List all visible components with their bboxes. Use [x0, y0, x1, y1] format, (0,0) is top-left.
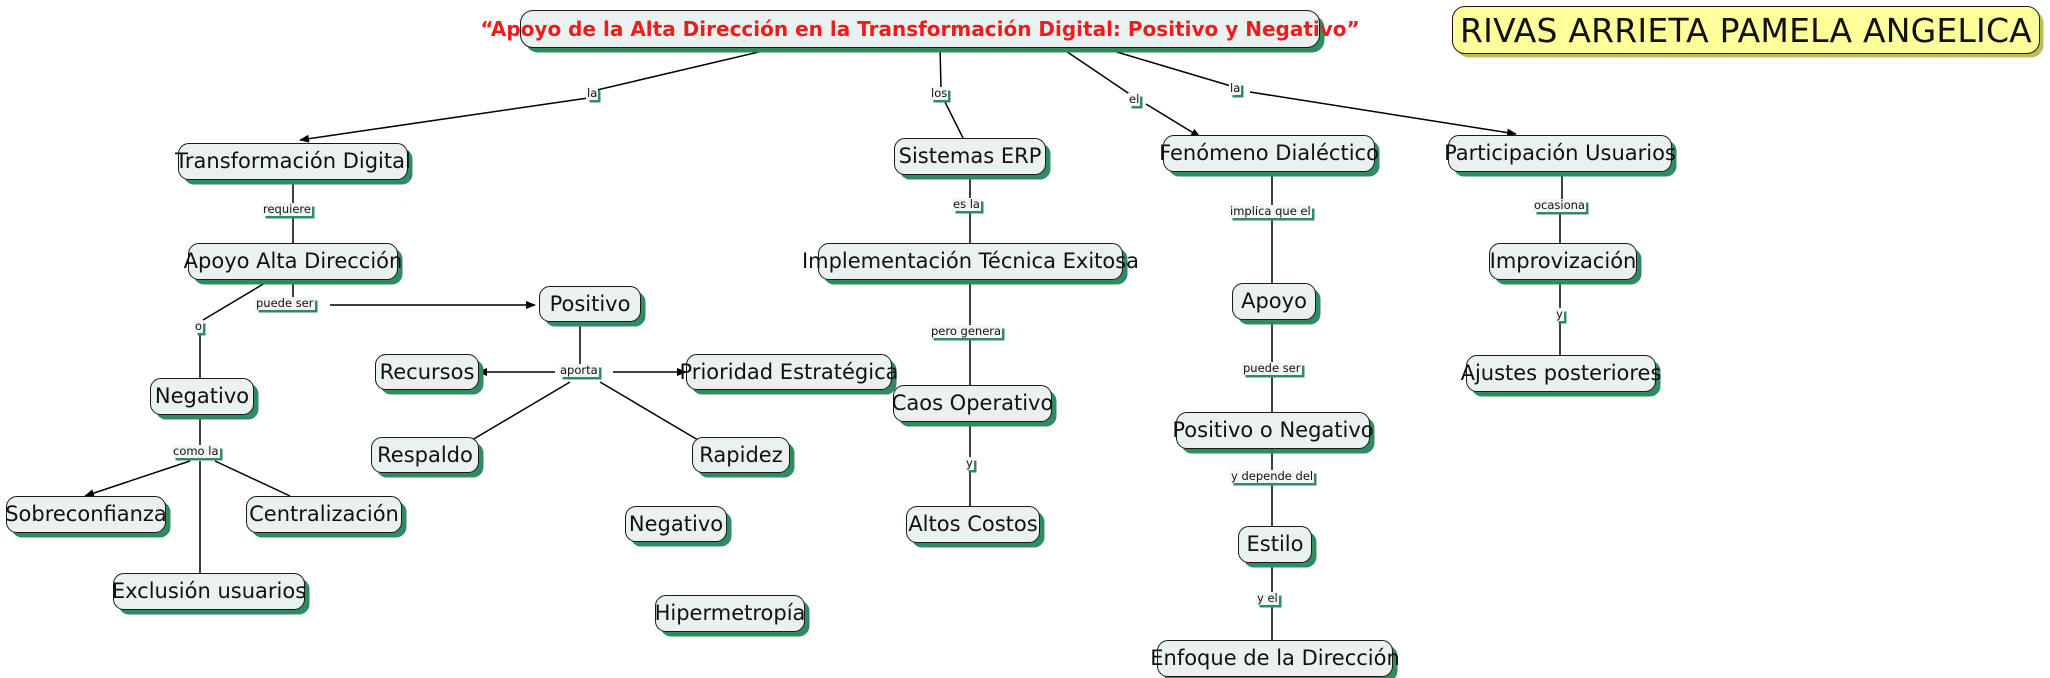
link-label-text: y — [966, 456, 973, 470]
concept-node-enfoque-de-la-direccion[interactable]: Enfoque de la Dirección — [1150, 640, 1400, 677]
node-label: Fenómeno Dialéctico — [1159, 141, 1379, 165]
link-label-puede-ser-2[interactable]: puede ser — [1242, 362, 1302, 375]
concept-node-participacion-usuarios[interactable]: Participación Usuarios — [1444, 135, 1676, 172]
link-label-text: y depende del — [1231, 469, 1314, 483]
node-label: Sistemas ERP — [898, 144, 1042, 168]
link-label-requiere[interactable]: requiere — [262, 203, 312, 216]
link-label-text: el — [1129, 92, 1140, 106]
link-label-text: y el — [1257, 591, 1278, 605]
node-label: Negativo — [628, 511, 724, 536]
node-label: Apoyo Alta Dirección — [183, 249, 403, 273]
link-label-text: la — [587, 86, 598, 100]
link-label-text: implica que el — [1230, 204, 1311, 218]
node-label: Positivo o Negativo — [1172, 418, 1374, 442]
link-label-es-la[interactable]: es la — [952, 198, 981, 211]
author-name-label: RIVAS ARRIETA PAMELA ANGELICA — [1460, 10, 2032, 50]
link-label-ocasiona[interactable]: ocasiona — [1533, 199, 1586, 212]
concept-node-improvizacion[interactable]: Improvización — [1489, 243, 1637, 280]
concept-node-caos-operativo[interactable]: Caos Operativo — [891, 385, 1054, 422]
node-label: Positivo — [549, 291, 631, 316]
link-label-o[interactable]: o — [194, 319, 204, 333]
root-concept-label: “Apoyo de la Alta Dirección en la Transf… — [480, 17, 1360, 41]
node-label: Rapidez — [699, 442, 783, 467]
link-label-puede-ser-1[interactable]: puede ser — [255, 297, 315, 310]
node-label: Ajustes posteriores — [1460, 361, 1662, 385]
concept-node-sobreconfianza[interactable]: Sobreconfianza — [5, 496, 167, 533]
concept-node-fenomeno-dialectico[interactable]: Fenómeno Dialéctico — [1159, 135, 1379, 172]
concept-node-apoyo[interactable]: Apoyo — [1232, 283, 1316, 320]
node-label: Enfoque de la Dirección — [1150, 646, 1400, 670]
concept-node-negativo-huerfano[interactable]: Negativo — [625, 506, 727, 542]
node-label: Participación Usuarios — [1444, 141, 1676, 165]
link-label-y-2[interactable]: y — [1555, 308, 1564, 321]
link-label-text: es la — [953, 197, 980, 211]
link-label-la-2[interactable]: la — [1229, 81, 1242, 95]
concept-node-ajustes-posteriores[interactable]: Ajustes posteriores — [1461, 355, 1661, 392]
link-label-text: requiere — [263, 202, 311, 216]
author-name-box[interactable]: RIVAS ARRIETA PAMELA ANGELICA — [1452, 6, 2040, 54]
link-label-aporta[interactable]: aporta — [559, 364, 599, 377]
link-label-text: y — [1556, 307, 1563, 321]
node-label: Exclusión usuarios — [111, 579, 307, 603]
node-label: Estilo — [1246, 532, 1304, 556]
concept-node-positivo-o-negativo[interactable]: Positivo o Negativo — [1172, 412, 1374, 449]
concept-node-estilo[interactable]: Estilo — [1238, 526, 1312, 563]
concept-node-apoyo-alta-direccion[interactable]: Apoyo Alta Dirección — [184, 243, 402, 280]
link-label-como-la[interactable]: como la — [172, 445, 220, 458]
concept-node-implementacion-tecnica-exitosa[interactable]: Implementación Técnica Exitosa — [802, 243, 1139, 280]
link-label-text: puede ser — [256, 296, 314, 310]
link-label-text: ocasiona — [1534, 198, 1585, 212]
node-label: Prioridad Estratégica — [679, 359, 899, 384]
node-label: Negativo — [154, 384, 250, 408]
node-label: Apoyo — [1241, 289, 1307, 313]
node-label: Caos Operativo — [891, 391, 1054, 415]
link-label-la-1[interactable]: la — [586, 86, 599, 100]
concept-node-centralizacion[interactable]: Centralización — [246, 496, 402, 533]
link-label-y-1[interactable]: y — [965, 457, 974, 470]
link-label-implica-que-el[interactable]: implica que el — [1229, 205, 1312, 218]
link-label-pero-genera[interactable]: pero genera — [930, 324, 1003, 338]
link-label-text: puede ser — [1243, 361, 1301, 375]
link-label-y-depende-del[interactable]: y depende del — [1230, 469, 1315, 483]
concept-node-sistemas-erp[interactable]: Sistemas ERP — [894, 138, 1046, 175]
link-label-text: o — [195, 319, 203, 333]
concept-node-altos-costos[interactable]: Altos Costos — [906, 506, 1040, 543]
concept-node-transformacion-digital[interactable]: Transformación Digital — [175, 143, 411, 180]
concept-node-prioridad-estrategica[interactable]: Prioridad Estratégica — [680, 354, 898, 390]
link-label-text: como la — [173, 444, 219, 458]
node-label: Implementación Técnica Exitosa — [801, 249, 1140, 273]
link-label-text: aporta — [560, 363, 598, 377]
node-label: Recursos — [379, 359, 475, 384]
node-label: Improvización — [1489, 249, 1637, 273]
concept-node-recursos[interactable]: Recursos — [375, 354, 479, 390]
node-label: Respaldo — [377, 442, 473, 467]
concept-node-hipermetropia[interactable]: Hipermetropía — [655, 595, 805, 632]
link-label-text: pero genera — [931, 324, 1002, 338]
concept-node-exclusion-usuarios[interactable]: Exclusión usuarios — [111, 573, 307, 610]
node-label: Altos Costos — [908, 512, 1038, 536]
link-label-y-el[interactable]: y el — [1256, 592, 1279, 605]
root-concept-node[interactable]: “Apoyo de la Alta Dirección en la Transf… — [480, 10, 1360, 48]
concept-node-rapidez[interactable]: Rapidez — [692, 437, 790, 473]
concept-node-positivo[interactable]: Positivo — [539, 286, 641, 322]
concept-node-respaldo[interactable]: Respaldo — [371, 437, 479, 473]
link-label-text: la — [1230, 81, 1241, 95]
link-label-el[interactable]: el — [1128, 92, 1141, 106]
node-label: Transformación Digital — [175, 149, 411, 173]
node-label: Centralización — [249, 502, 399, 526]
node-label: Hipermetropía — [654, 601, 806, 625]
link-label-text: los — [931, 86, 948, 100]
node-label: Sobreconfianza — [5, 502, 167, 526]
concept-node-negativo-izquierda[interactable]: Negativo — [150, 378, 254, 415]
link-label-los[interactable]: los — [930, 86, 949, 100]
